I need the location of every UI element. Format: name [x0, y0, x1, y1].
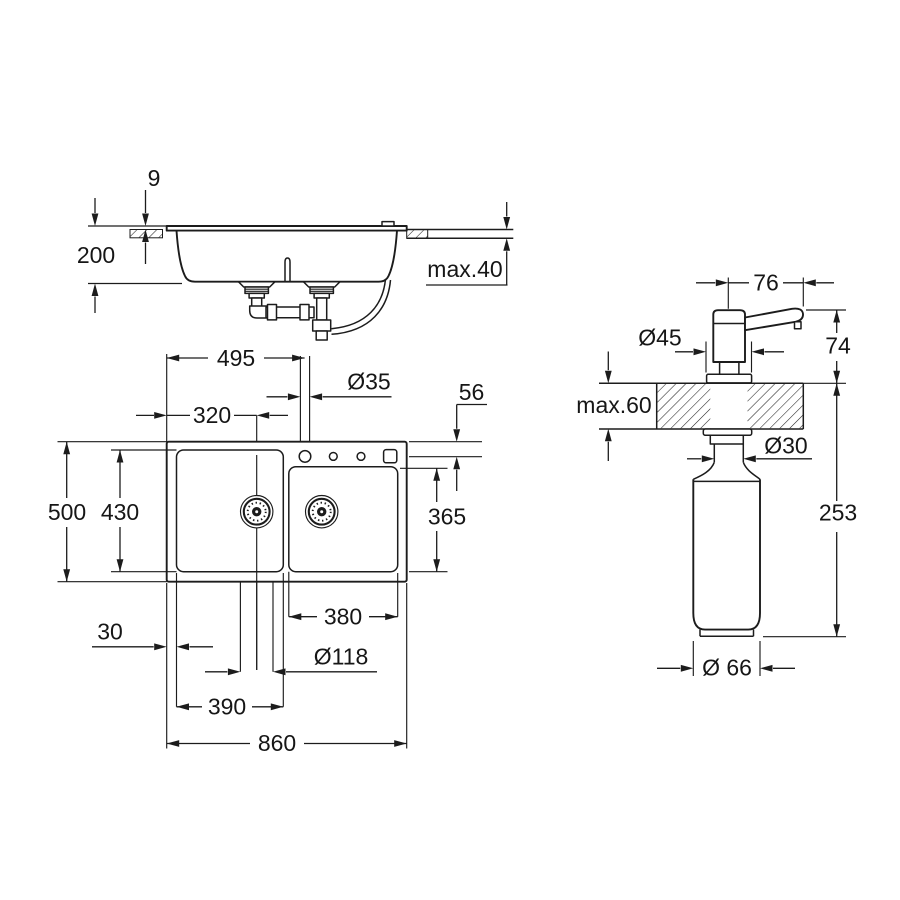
dim-860: 860: [166, 583, 408, 756]
dim-o35: Ø35: [266, 369, 392, 401]
dim-430: 430: [101, 449, 177, 573]
overflow-knob: [381, 220, 395, 227]
dim-label-below-deck-length: 253: [819, 500, 857, 526]
overflow-hose: [331, 278, 387, 330]
dim-label-flange-dia: Ø45: [638, 325, 681, 351]
deck-holes: [298, 448, 398, 464]
dim-label-inner-depth: 430: [101, 499, 139, 525]
dim-o45: Ø45: [638, 325, 784, 373]
dim-320: 320: [136, 402, 288, 428]
side-view: 9 200 max.40: [77, 165, 514, 341]
dim-label-left-bowl-width: 390: [208, 694, 246, 720]
dim-253: 253: [763, 382, 857, 638]
shank-nut: [709, 434, 745, 445]
bowl-divider: [284, 257, 291, 282]
dim-label-deck-offset: 56: [459, 379, 485, 405]
dim-label-shank-dia: Ø30: [764, 433, 807, 459]
countertop-section: [599, 382, 805, 430]
dim-label-spout-reach: 76: [753, 270, 779, 296]
spout-nozzle: [793, 321, 802, 330]
tap-hole: [298, 449, 312, 463]
dim-label-tap-hole-dia: Ø35: [347, 369, 390, 395]
shank-washer: [702, 428, 753, 437]
right-drain: [304, 494, 339, 529]
dim-56: 56: [409, 379, 487, 491]
dim-74: 74: [806, 309, 851, 384]
dim-o66: Ø 66: [657, 641, 795, 681]
dim-o118: Ø118: [205, 644, 377, 676]
dim-label-right-bowl-width: 380: [324, 604, 362, 630]
dim-label-drain-from-left: 320: [193, 402, 231, 428]
right-bowl: [288, 465, 399, 573]
dim-label-bottle-dia: Ø 66: [702, 655, 752, 681]
dim-label-height-above: 74: [825, 333, 851, 359]
dim-label-edge-offset: 30: [97, 619, 123, 645]
dim-label-tap-from-left: 495: [217, 345, 255, 371]
drain-plumbing: [237, 278, 392, 341]
plan-view: 495 Ø35 320 56: [48, 345, 487, 756]
dispenser-view: 76 Ø45 74 max.60 Ø30: [576, 270, 857, 681]
dim-max40: max.40: [426, 202, 511, 286]
dim-76: 76: [696, 270, 834, 309]
countertop-right: [406, 228, 514, 240]
dim-label-overall-width: 860: [258, 730, 296, 756]
remote-drain-control: [382, 448, 398, 464]
accessory-hole-2: [356, 451, 366, 462]
dim-label-rim-height: 9: [148, 165, 161, 191]
dispenser-flange: [705, 373, 753, 384]
dim-label-deck-max: max.60: [576, 392, 651, 418]
dim-label-bowl-depth: 200: [77, 242, 115, 268]
dim-365: 365: [400, 467, 466, 573]
dim-max60: max.60: [576, 351, 652, 461]
dispenser-pump: [705, 307, 804, 384]
dim-30: 30: [92, 619, 213, 651]
dispenser-shank-bottle: [692, 428, 761, 638]
dim-495: 495: [166, 345, 305, 442]
dim-o30: Ø30: [687, 433, 812, 463]
dim-label-outer-depth: 500: [48, 499, 86, 525]
left-drain: [239, 494, 274, 529]
dim-200: 200: [77, 198, 115, 313]
soap-bottle: [692, 479, 761, 631]
dim-label-counter-max: max.40: [427, 256, 502, 282]
dim-label-right-bowl-depth: 365: [428, 504, 466, 530]
dim-380: 380: [288, 571, 399, 630]
dim-label-drain-dia: Ø118: [314, 644, 369, 670]
sink-profile: [165, 220, 408, 283]
dim-500: 500: [48, 441, 167, 583]
accessory-hole-1: [328, 451, 338, 462]
dim-9: 9: [142, 165, 160, 264]
dim-390: 390: [175, 573, 284, 720]
